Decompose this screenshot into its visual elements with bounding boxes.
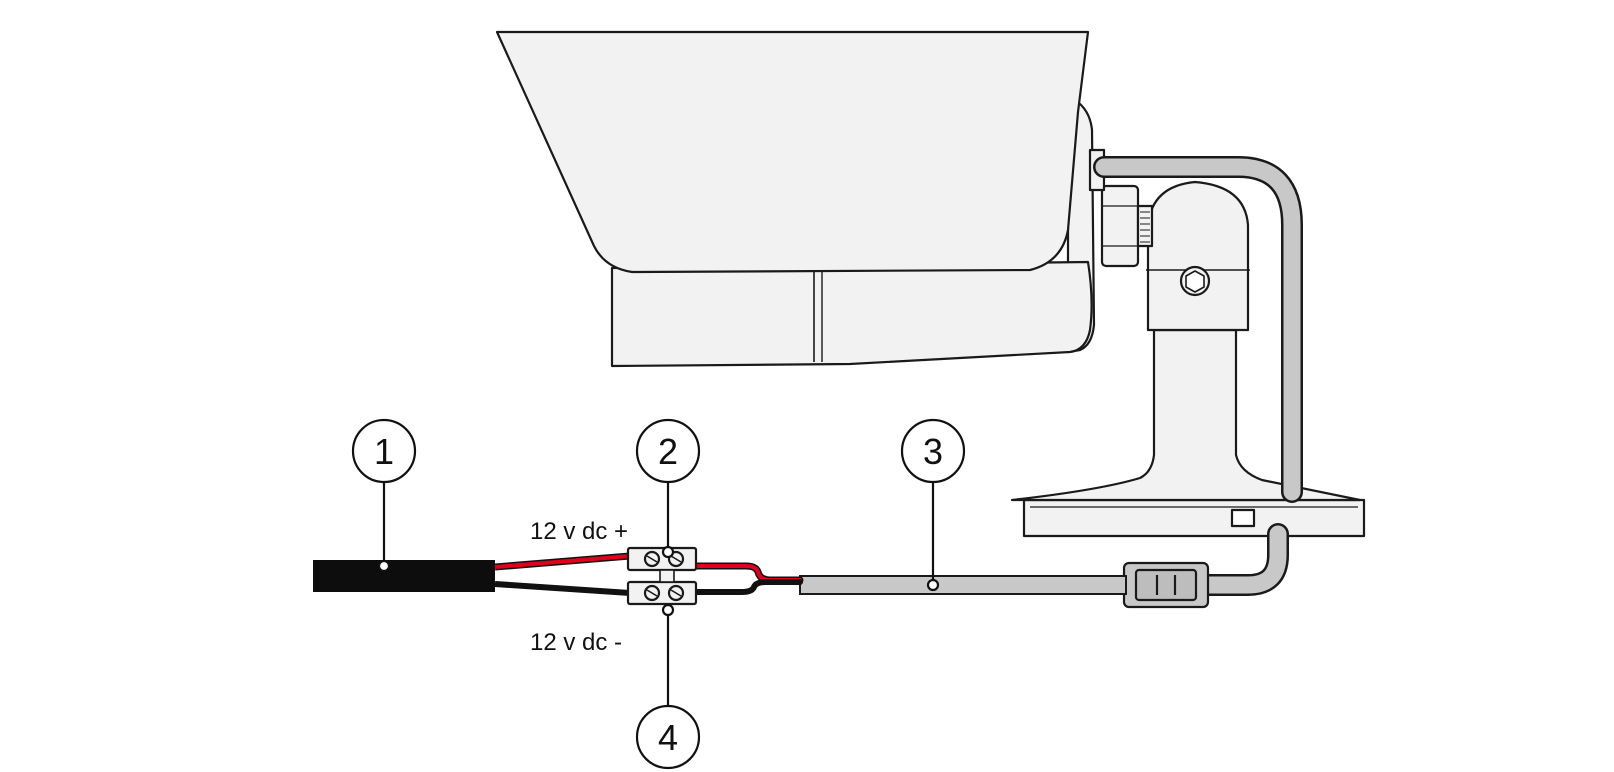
gray-cable-segment (799, 575, 1127, 595)
callout-leaders (377, 482, 940, 706)
ferrite-bead (1122, 561, 1210, 609)
positive-voltage-label: 12 v dc + (530, 518, 628, 545)
callout-2: 2 (635, 418, 701, 484)
camera-side-wires (690, 562, 804, 595)
mount-column (1146, 180, 1250, 332)
power-cable (313, 552, 631, 596)
mount-nut (1100, 184, 1140, 268)
camera-lower-body (610, 260, 1093, 368)
mount-foot (1010, 328, 1362, 502)
negative-voltage-label: 12 v dc - (530, 629, 622, 656)
mount-base-plate (1022, 498, 1366, 538)
callout-4: 4 (635, 704, 701, 770)
callout-2-label: 2 (658, 431, 678, 472)
callout-3: 3 (900, 418, 966, 484)
terminal-block-negative (626, 580, 698, 606)
callout-3-label: 3 (923, 431, 943, 472)
camera-housing (495, 30, 1096, 368)
callout-1-label: 1 (374, 431, 394, 472)
callout-1: 1 (351, 418, 417, 484)
camera-mount (1010, 148, 1366, 538)
terminal-block-positive (626, 546, 698, 572)
camera-cable (1093, 156, 1303, 596)
callout-4-label: 4 (658, 717, 678, 758)
camera-sunshield (495, 30, 1090, 274)
